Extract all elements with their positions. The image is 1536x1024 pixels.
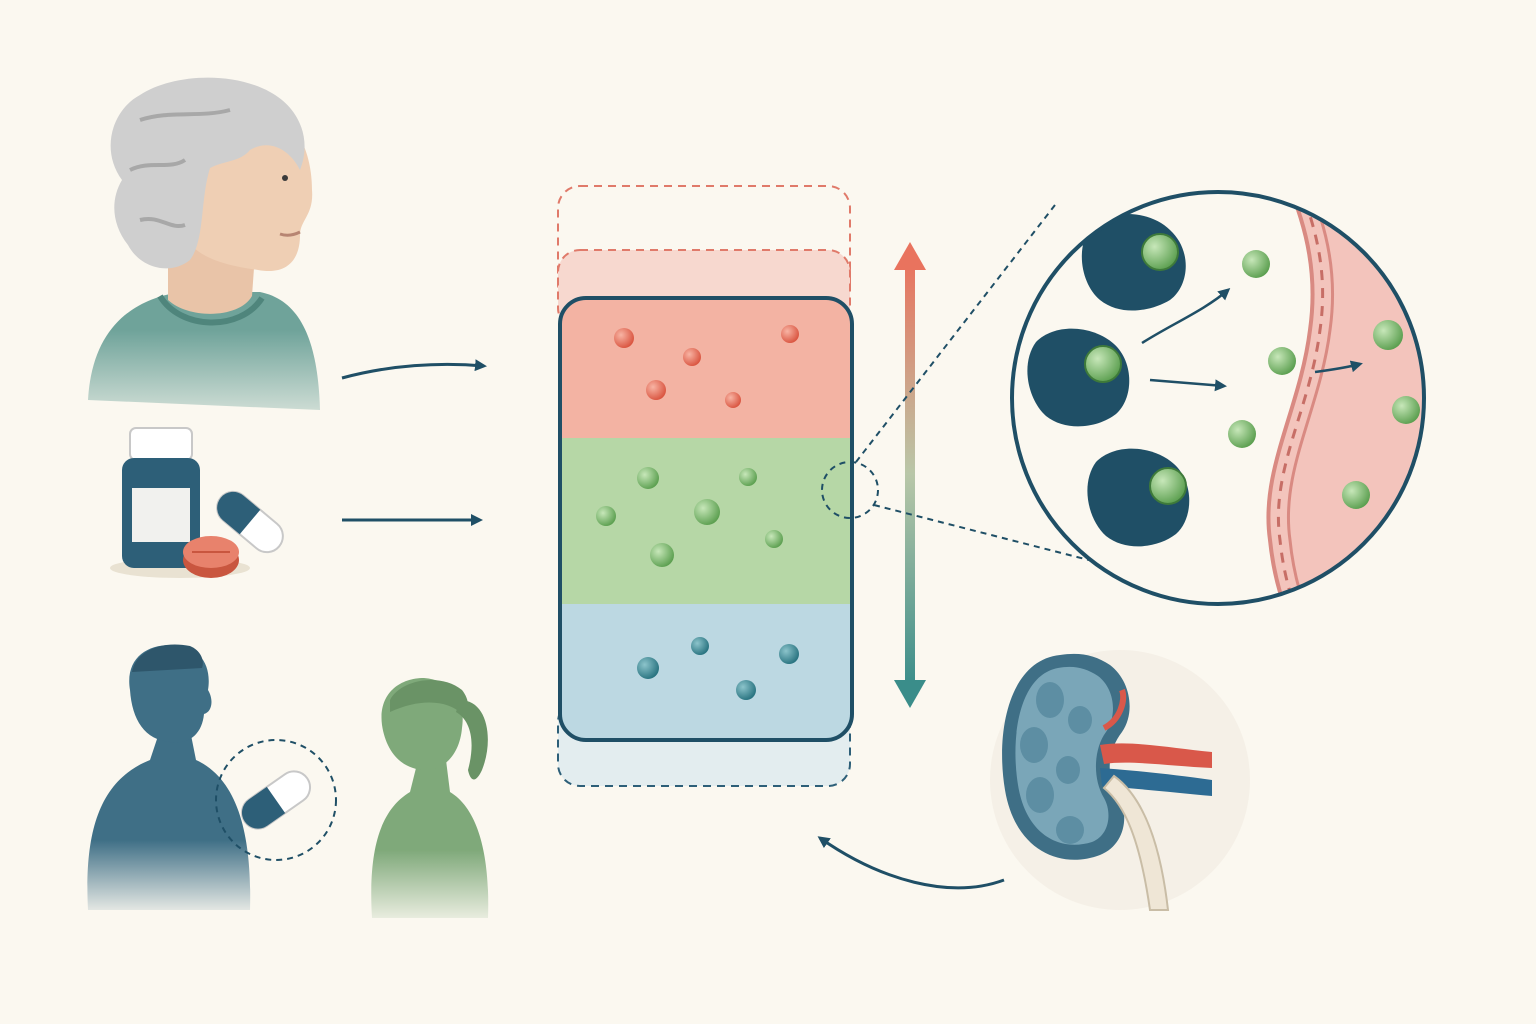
subtherapeutic-molecules [637, 637, 799, 700]
binding-protein-icon [1087, 448, 1190, 547]
release-arrow [1149, 378, 1227, 392]
range-double-arrow [894, 242, 926, 708]
subtherapeutic-zone [560, 604, 852, 740]
age-arrow [341, 359, 487, 380]
binding-protein-icon [1027, 328, 1130, 427]
magnify-spot [821, 461, 879, 519]
zoom-outline [1010, 190, 1426, 606]
therapeutic-molecules [596, 467, 783, 567]
capsule-icon [216, 490, 284, 554]
man-silhouette-icon [80, 644, 260, 920]
therapeutic-range-container [557, 185, 879, 787]
plasma-drug-molecules [1342, 226, 1420, 509]
kidney-icon [990, 650, 1250, 911]
zoom-inset [1010, 190, 1426, 606]
toxic-molecules [614, 325, 799, 408]
binding-protein-icon [1081, 213, 1186, 311]
tablet-icon [183, 536, 239, 578]
transport-arrow [1314, 360, 1363, 374]
medication-bottle-icon [110, 427, 250, 578]
elimination-arrow [817, 836, 1005, 890]
toxic-zone [560, 298, 852, 438]
container-outline [558, 296, 854, 742]
zoom-connector-lines [855, 204, 1121, 569]
release-arrow [1141, 288, 1231, 345]
elderly-woman-icon [60, 77, 350, 450]
woman-silhouette-icon [360, 678, 500, 930]
dashed-capsule-icon [215, 739, 337, 861]
free-drug-molecules [1228, 250, 1296, 448]
